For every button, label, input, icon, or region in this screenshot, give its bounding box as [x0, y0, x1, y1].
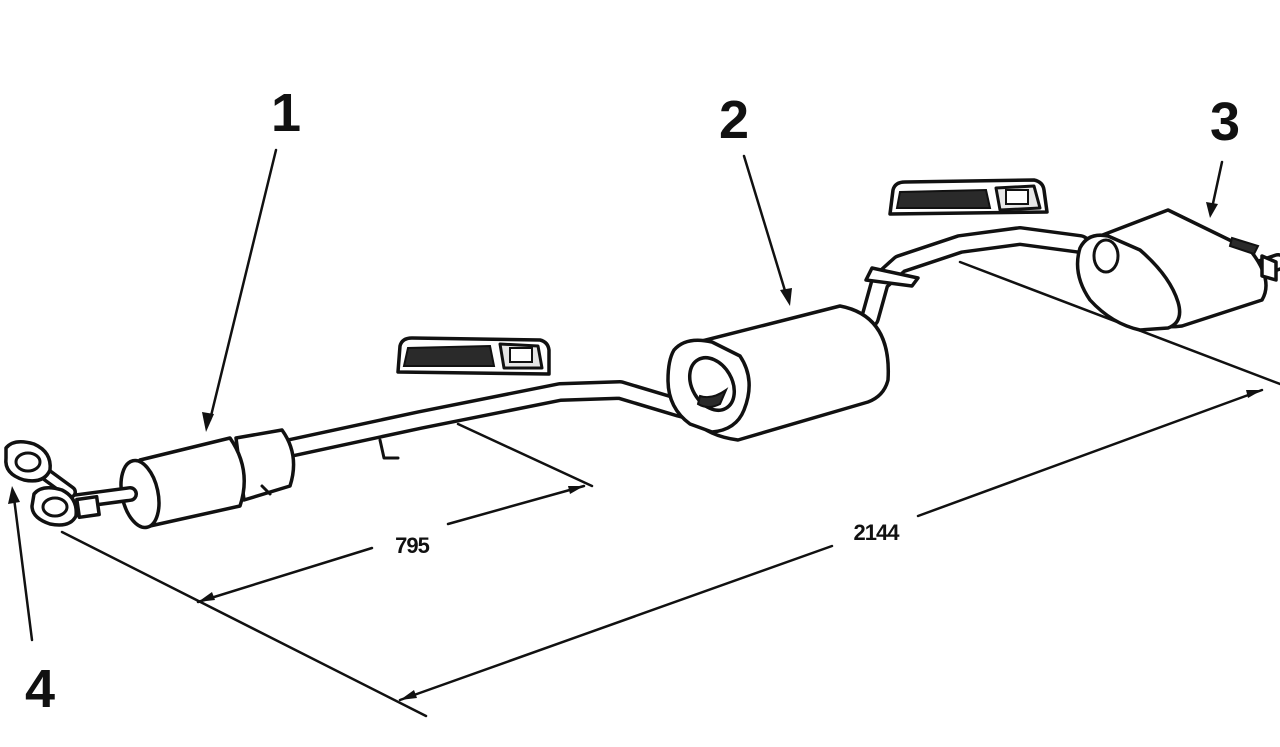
heat-shield-front: [396, 336, 551, 376]
heat-shield-rear: [888, 178, 1049, 216]
callout-2-label: 2: [719, 90, 749, 150]
front-muffler: [666, 304, 891, 442]
dimension-2144-label: 2144: [854, 520, 901, 545]
leader-lines: [8, 148, 1224, 642]
callout-1-label: 1: [271, 83, 301, 143]
dimension-795-label: 795: [395, 533, 429, 558]
dimension-lines: [60, 260, 1280, 718]
front-flange: [4, 440, 138, 527]
rear-muffler: [1075, 208, 1278, 332]
callout-3-label: 3: [1210, 92, 1240, 152]
catalytic-converter: [119, 428, 296, 530]
callout-4-label: 4: [25, 659, 55, 719]
